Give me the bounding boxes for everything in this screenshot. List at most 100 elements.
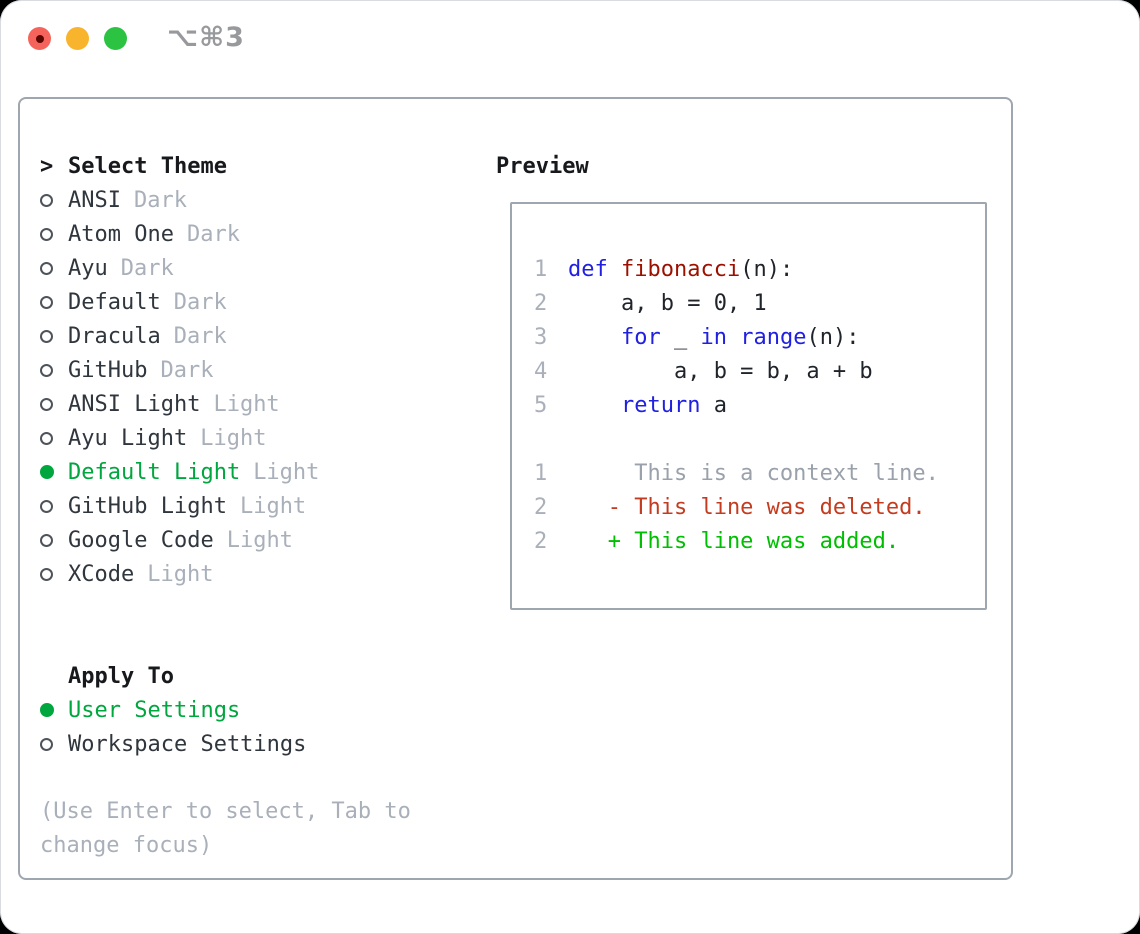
apply-to-list: User Settings Workspace Settings (40, 693, 480, 761)
radio-icon (40, 329, 53, 343)
line-content: This is a context line. (568, 461, 939, 486)
preview-title: Preview (496, 153, 589, 179)
preview-line: 2 - This line was deleted. (534, 490, 985, 524)
theme-name: ANSI Light (68, 391, 201, 417)
theme-name: Ayu Light (68, 425, 188, 451)
theme-list-item[interactable]: Default Dark (40, 285, 480, 319)
radio-icon (40, 227, 53, 241)
theme-list-item[interactable]: Ayu Light Light (40, 421, 480, 455)
theme-list-item[interactable]: ANSI Dark (40, 183, 480, 217)
radio-icon (40, 261, 53, 275)
theme-list-item[interactable]: GitHub Light Light (40, 489, 480, 523)
line-content: - This line was deleted. (568, 495, 926, 520)
code-token (568, 393, 621, 418)
theme-list-header: > Select Theme (40, 149, 480, 183)
theme-name: Atom One (68, 221, 174, 247)
theme-list-item[interactable]: Ayu Dark (40, 251, 480, 285)
theme-name: Google Code (68, 527, 214, 553)
theme-variant: Light (253, 459, 320, 485)
keyboard-hint-text: (Use Enter to select, Tab to change focu… (40, 799, 411, 858)
radio-icon (40, 295, 53, 309)
spacer (534, 422, 985, 456)
theme-variant: Light (200, 425, 267, 451)
code-token (568, 325, 621, 350)
radio-icon (40, 431, 53, 445)
theme-name: XCode (68, 561, 135, 587)
theme-list-title: Select Theme (68, 153, 227, 179)
apply-to-header: Apply To (40, 659, 480, 693)
theme-picker-panel: > Select Theme ANSI Dark Atom One Dark A… (18, 97, 1013, 880)
radio-icon (40, 363, 53, 377)
preview-code-block: 1 def fibonacci(n): 2 a, b = 0, 1 3 for … (534, 252, 985, 422)
theme-name: Dracula (68, 323, 161, 349)
line-content: a, b = 0, 1 (568, 291, 767, 316)
code-token: (n): (740, 256, 794, 282)
radio-icon (40, 737, 53, 751)
code-token: a (700, 392, 727, 418)
spacer (40, 591, 480, 659)
radio-icon (40, 533, 53, 547)
radio-icon (40, 465, 54, 479)
line-number: 1 (534, 460, 548, 486)
theme-list-item[interactable]: Atom One Dark (40, 217, 480, 251)
window-shortcut-label: ⌥⌘3 (167, 22, 245, 53)
minimize-button[interactable] (66, 27, 89, 50)
code-token: a, b = b, a + b (568, 358, 873, 384)
code-token (727, 325, 740, 350)
code-token: a, b = 0, 1 (568, 290, 767, 316)
theme-name: GitHub (68, 357, 148, 383)
code-token: _ (660, 324, 701, 350)
theme-name: GitHub Light (68, 493, 227, 519)
line-number: 2 (534, 494, 548, 520)
theme-list: ANSI Dark Atom One Dark Ayu Dark Default… (40, 183, 480, 591)
radio-icon (40, 397, 53, 411)
code-token: fibonacci (621, 256, 741, 282)
code-token: for (620, 324, 661, 350)
code-token: This is a context line. (568, 460, 939, 486)
code-token: + This line was added. (568, 528, 900, 554)
theme-variant: Dark (133, 187, 187, 213)
zoom-button[interactable] (104, 27, 127, 50)
preview-diff-block: 1 This is a context line. 2 - This line … (534, 456, 985, 558)
close-button[interactable] (28, 27, 51, 50)
window-titlebar: ⌥⌘3 (0, 0, 1140, 76)
preview-line: 1 def fibonacci(n): (534, 252, 985, 286)
theme-list-item[interactable]: Dracula Dark (40, 319, 480, 353)
radio-icon (40, 703, 54, 717)
preview-line: 2 + This line was added. (534, 524, 985, 558)
theme-list-item[interactable]: Google Code Light (40, 523, 480, 557)
preview-line: 2 a, b = 0, 1 (534, 286, 985, 320)
apply-to-option[interactable]: User Settings (40, 693, 480, 727)
selection-caret: > (40, 153, 54, 179)
theme-variant: Dark (160, 357, 214, 383)
close-dot-icon (35, 34, 44, 43)
theme-list-item[interactable]: GitHub Dark (40, 353, 480, 387)
line-number: 4 (534, 358, 548, 384)
theme-name: ANSI (68, 187, 121, 213)
theme-list-item[interactable]: ANSI Light Light (40, 387, 480, 421)
preview-box: 1 def fibonacci(n): 2 a, b = 0, 1 3 for … (510, 202, 987, 610)
line-number: 1 (534, 256, 548, 282)
theme-list-item[interactable]: XCode Light (40, 557, 480, 591)
line-content: a, b = b, a + b (568, 359, 873, 384)
code-token: range (740, 324, 807, 350)
apply-to-option-label: Workspace Settings (68, 731, 307, 757)
line-number: 2 (534, 290, 548, 316)
theme-variant: Dark (186, 221, 240, 247)
line-number: 5 (534, 392, 548, 418)
theme-list-item[interactable]: Default Light Light (40, 455, 480, 489)
theme-name: Default Light (68, 459, 241, 485)
line-number: 3 (534, 324, 548, 350)
apply-to-option-label: User Settings (68, 697, 241, 723)
line-content: def fibonacci(n): (568, 257, 793, 282)
apply-to-title: Apply To (68, 663, 174, 689)
radio-icon (40, 193, 53, 207)
apply-to-option[interactable]: Workspace Settings (40, 727, 480, 761)
code-token: return (620, 392, 701, 418)
code-token: - This line was deleted. (568, 494, 926, 520)
preview-line: 4 a, b = b, a + b (534, 354, 985, 388)
preview-line: 5 return a (534, 388, 985, 422)
theme-name: Default (68, 289, 161, 315)
theme-variant: Light (239, 493, 307, 519)
